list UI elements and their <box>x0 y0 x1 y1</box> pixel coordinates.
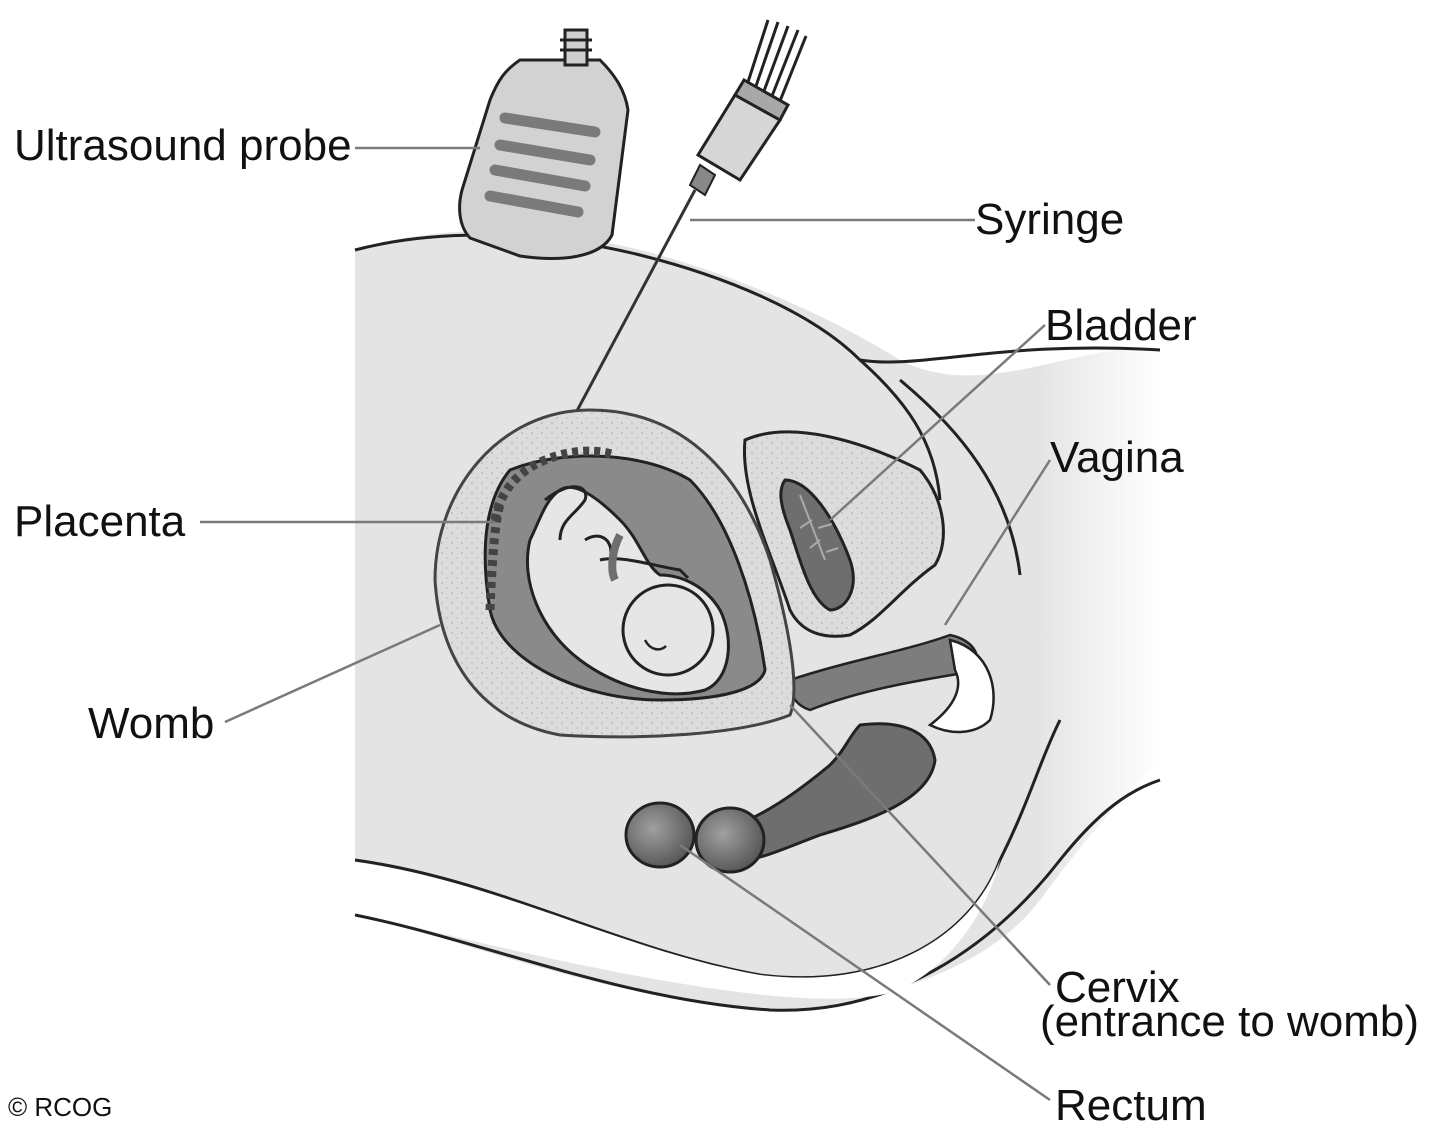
label-rectum: Rectum <box>1055 1081 1207 1129</box>
copyright-note: © RCOG <box>8 1092 112 1122</box>
placenta-edge <box>490 446 617 521</box>
label-ultrasound-probe: Ultrasound probe <box>14 121 352 170</box>
label-womb: Womb <box>88 699 214 748</box>
syringe-icon <box>546 19 808 466</box>
leader-bladder <box>829 324 1046 521</box>
ultrasound-probe-icon <box>458 28 630 260</box>
leader-vagina <box>943 459 1052 626</box>
label-cervix-sub: (entrance to womb) <box>1040 997 1419 1046</box>
pubic-line <box>859 346 1161 364</box>
sacrum-white <box>355 860 1000 999</box>
label-vagina: Vagina <box>1050 433 1184 482</box>
bladder-shape <box>742 430 945 638</box>
fetus-shape <box>525 485 730 696</box>
leader-cervix <box>789 704 1051 986</box>
pelvic-floor-white <box>927 638 995 734</box>
label-cervix: Cervix <box>1055 963 1180 1012</box>
leader-rectum <box>679 843 1051 1102</box>
spine-curve <box>354 719 1062 980</box>
spine-curve-inner <box>354 778 1161 1012</box>
label-syringe: Syringe <box>975 195 1124 244</box>
leader-womb <box>224 623 441 724</box>
leader-lines <box>200 146 1052 1102</box>
pubic-curve <box>899 378 1022 576</box>
label-placenta: Placenta <box>14 497 186 546</box>
rectum-shape <box>624 722 937 874</box>
label-bladder: Bladder <box>1045 301 1197 350</box>
